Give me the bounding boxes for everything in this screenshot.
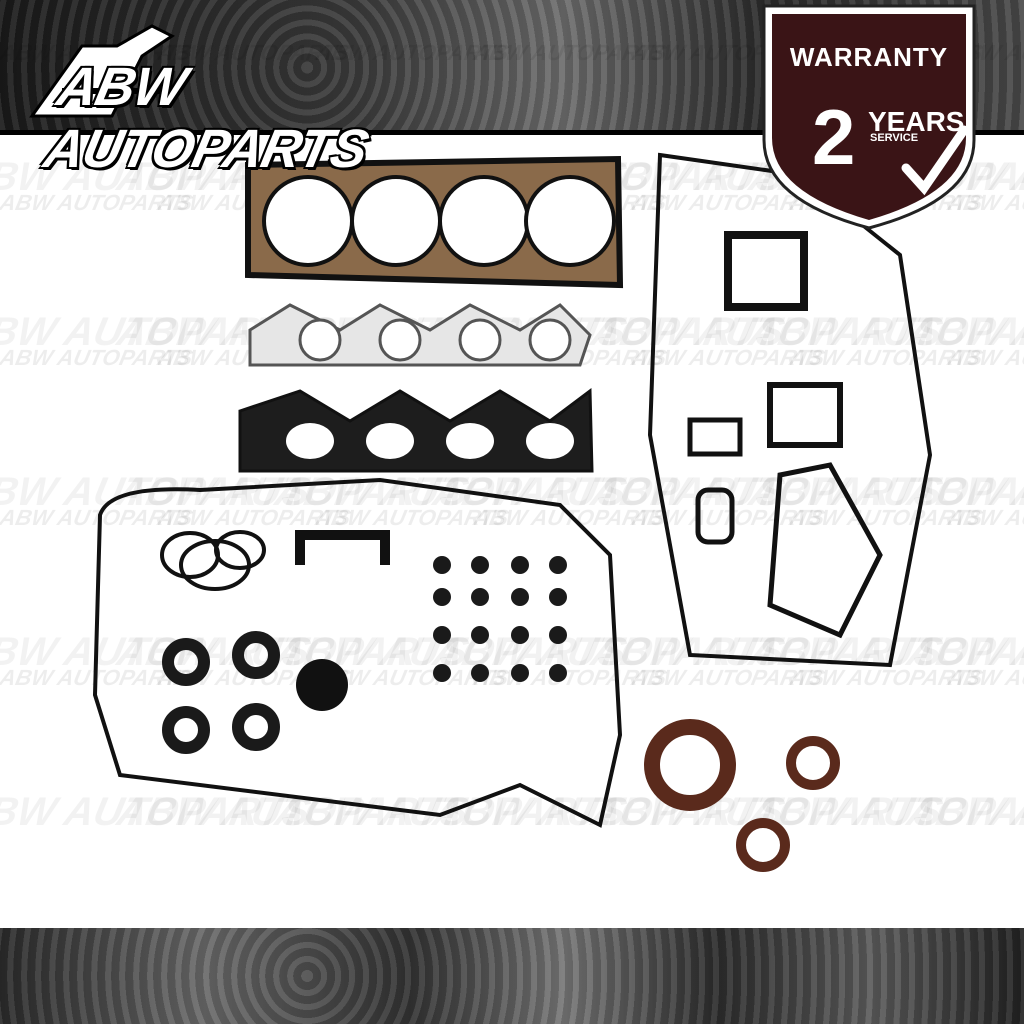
gasket-set-illustration — [92, 152, 933, 872]
water-pump-gasket — [767, 462, 883, 639]
engine-photo-banner-bottom — [0, 928, 1024, 1024]
shield-icon — [762, 4, 976, 230]
rubber-strip — [295, 530, 390, 565]
throttle-body-gasket — [724, 231, 808, 311]
head-gasket — [245, 155, 624, 289]
intake-manifold-gasket — [238, 388, 594, 473]
o-ring-bundle — [160, 530, 266, 591]
warranty-title: WARRANTY — [789, 42, 949, 72]
outlet-gasket — [695, 487, 735, 545]
valve-stem-seals — [433, 556, 567, 682]
brand-name: ABW AUTOPARTS — [39, 57, 373, 179]
warranty-service: SERVICE — [870, 132, 919, 144]
plug-cap — [296, 659, 348, 711]
warranty-number: 2 — [812, 93, 856, 181]
camshaft-seals — [162, 631, 280, 754]
valve-cover-gasket — [92, 477, 623, 828]
logo-emblem — [29, 24, 175, 118]
banner-divider-top — [0, 130, 1024, 135]
warranty-badge: WARRANTY 2 YEARS SERVICE — [756, 0, 982, 232]
thermostat-gasket — [767, 382, 843, 448]
exhaust-manifold-gasket — [248, 303, 592, 367]
brand-logo: ABW AUTOPARTS — [22, 16, 462, 179]
crankshaft-seals — [644, 719, 840, 872]
egr-gasket — [687, 417, 743, 457]
warranty-unit: YEARS — [868, 106, 965, 137]
